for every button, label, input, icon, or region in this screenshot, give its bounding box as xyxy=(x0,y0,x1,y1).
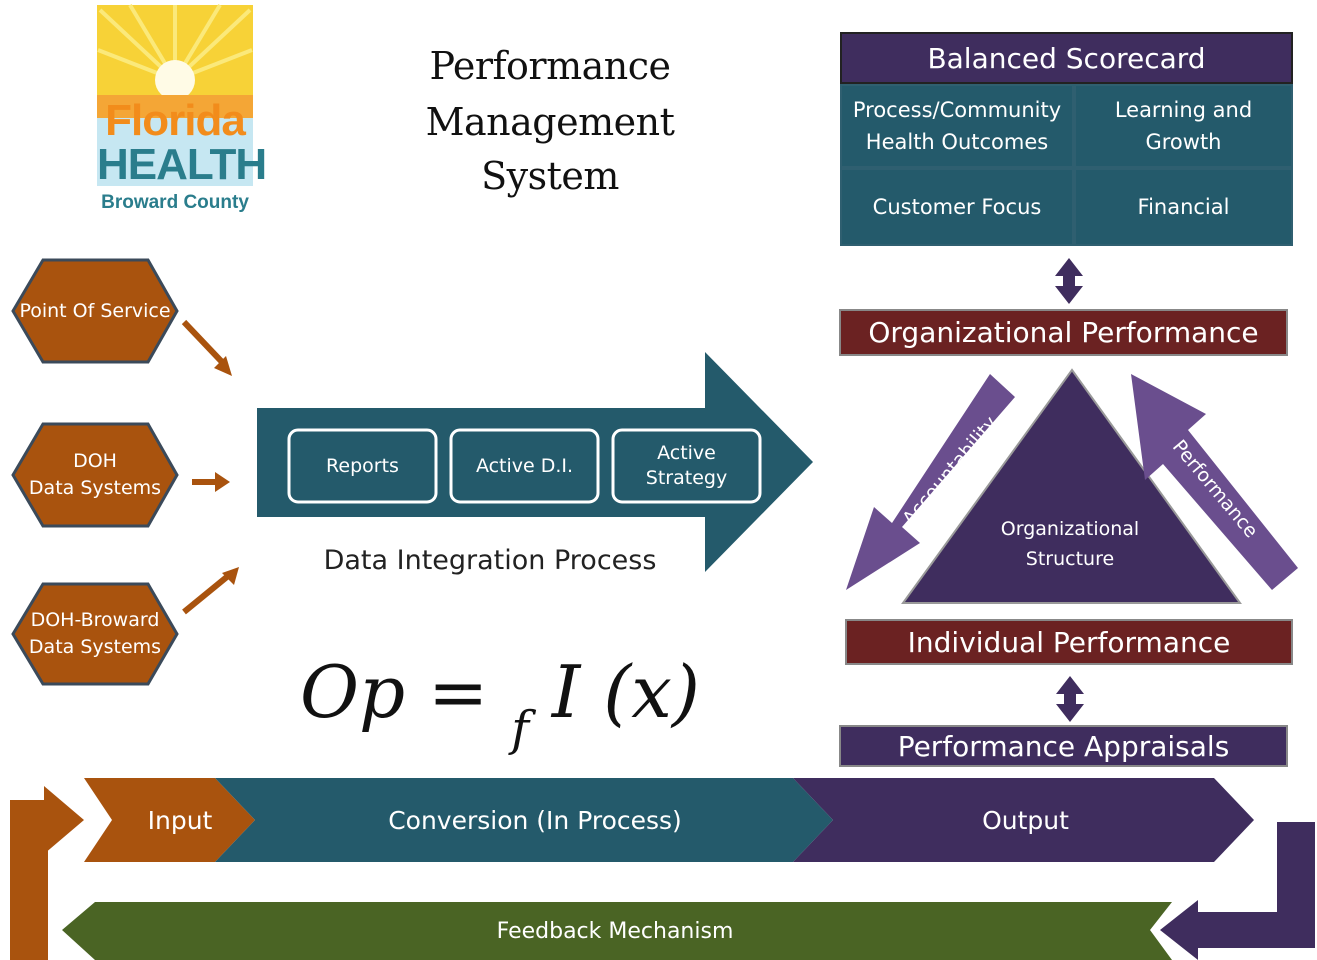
output-return-arrow xyxy=(1160,822,1315,960)
conversion-label: Conversion (In Process) xyxy=(388,805,682,835)
double-arrow-appraisals xyxy=(1056,676,1084,722)
feedback-mechanism-label: Feedback Mechanism xyxy=(496,918,734,944)
scorecard-process-community: Process/Community Health Outcomes xyxy=(842,86,1072,166)
organizational-structure-label: Organizational Structure xyxy=(1000,518,1140,570)
formula-subscript: f xyxy=(511,701,529,757)
output-label: Output xyxy=(982,805,1069,835)
input-chevron xyxy=(84,778,255,862)
output-chevron xyxy=(793,778,1254,862)
performance-appraisals-bg xyxy=(839,725,1288,767)
florida-health-logo xyxy=(97,3,253,186)
active-di-label: Active D.I. xyxy=(475,454,574,477)
hexagon-point-of-service xyxy=(11,258,179,364)
logo-florida-text: Florida xyxy=(105,96,246,145)
performance-appraisals-label: Performance Appraisals xyxy=(897,729,1230,763)
organizational-performance-label: Organizational Performance xyxy=(868,316,1259,349)
reports-box xyxy=(287,428,438,504)
formula-lhs: Op = xyxy=(300,650,489,734)
scorecard-learning-growth: Learning and Growth xyxy=(1076,86,1291,166)
title-line-3: System xyxy=(481,154,619,198)
balanced-scorecard-header: Balanced Scorecard xyxy=(927,41,1206,75)
reports-label: Reports xyxy=(326,454,399,477)
source-doh-broward-data-systems: DOH-Broward Data Systems xyxy=(28,609,162,658)
feedback-input-arrow xyxy=(10,786,84,960)
performance-arrow xyxy=(1131,374,1298,590)
individual-performance-label: Individual Performance xyxy=(907,625,1231,659)
data-integration-arrow xyxy=(257,352,813,572)
data-integration-process-label: Data Integration Process xyxy=(323,545,657,576)
formula-rhs: I (x) xyxy=(551,650,701,734)
title-line-2: Management xyxy=(425,100,675,144)
hexagon-doh-data-systems xyxy=(11,422,179,528)
feedback-bar xyxy=(62,902,1172,960)
source-doh-data-systems: DOH Data Systems xyxy=(28,450,162,499)
active-strategy-label: Active Strategy xyxy=(645,442,728,489)
active-strategy-box xyxy=(611,428,762,504)
active-di-box xyxy=(449,428,600,504)
scorecard-customer-focus: Customer Focus xyxy=(842,170,1072,244)
hexagon-doh-broward-data-systems xyxy=(11,582,179,686)
organizational-structure-triangle xyxy=(901,368,1242,604)
accountability-arrow xyxy=(846,374,1015,590)
logo-health-text: HEALTH xyxy=(97,140,267,189)
performance-formula: Op = f I (x) xyxy=(300,650,701,757)
input-label: Input xyxy=(147,805,213,835)
balanced-scorecard-header-bg xyxy=(840,32,1293,84)
source-point-of-service: Point Of Service xyxy=(19,299,171,322)
title-line-1: Performance xyxy=(429,44,671,88)
double-arrow-scorecard xyxy=(1055,258,1083,304)
scorecard-financial: Financial xyxy=(1076,170,1291,244)
org-performance-bg xyxy=(839,309,1288,356)
logo-broward-text: Broward County xyxy=(101,192,249,213)
individual-performance-bg xyxy=(845,619,1293,665)
conversion-chevron xyxy=(215,778,833,862)
